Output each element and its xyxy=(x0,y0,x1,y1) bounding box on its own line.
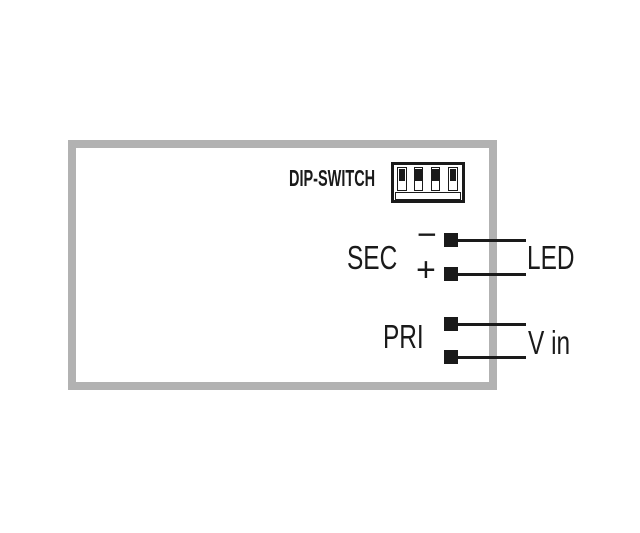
sec-label: SEC xyxy=(347,239,398,276)
terminal-pri-2 xyxy=(444,350,458,364)
dip-switch-knob xyxy=(449,168,456,181)
dip-switch-knob xyxy=(432,168,439,181)
wire-sec-plus-to-led xyxy=(457,272,526,276)
dip-switch-base-strip xyxy=(395,191,461,200)
dip-switch-knob xyxy=(398,168,405,181)
wire-sec-minus-to-led xyxy=(457,239,526,242)
terminal-sec-minus xyxy=(444,233,458,247)
dip-switch-slot-1 xyxy=(397,167,407,191)
plus-symbol: + xyxy=(416,251,436,289)
minus-symbol: − xyxy=(417,216,437,254)
wire-pri-to-vin-2 xyxy=(457,355,526,359)
dip-switch-slots xyxy=(394,165,462,200)
terminal-sec-plus xyxy=(444,267,458,281)
dip-switch-slot-4 xyxy=(448,167,458,191)
wire-pri-to-vin-1 xyxy=(457,322,526,326)
vin-label: V in xyxy=(528,324,571,361)
pri-label: PRI xyxy=(383,318,424,355)
terminal-pri-1 xyxy=(444,317,458,331)
dip-switch-icon xyxy=(391,162,465,203)
led-label: LED xyxy=(527,239,575,276)
dip-switch-slot-2 xyxy=(413,167,423,191)
dip-switch-label: DIP-SWITCH xyxy=(289,165,376,191)
dip-switch-slot-3 xyxy=(430,167,440,191)
dip-switch-knob xyxy=(415,168,422,181)
